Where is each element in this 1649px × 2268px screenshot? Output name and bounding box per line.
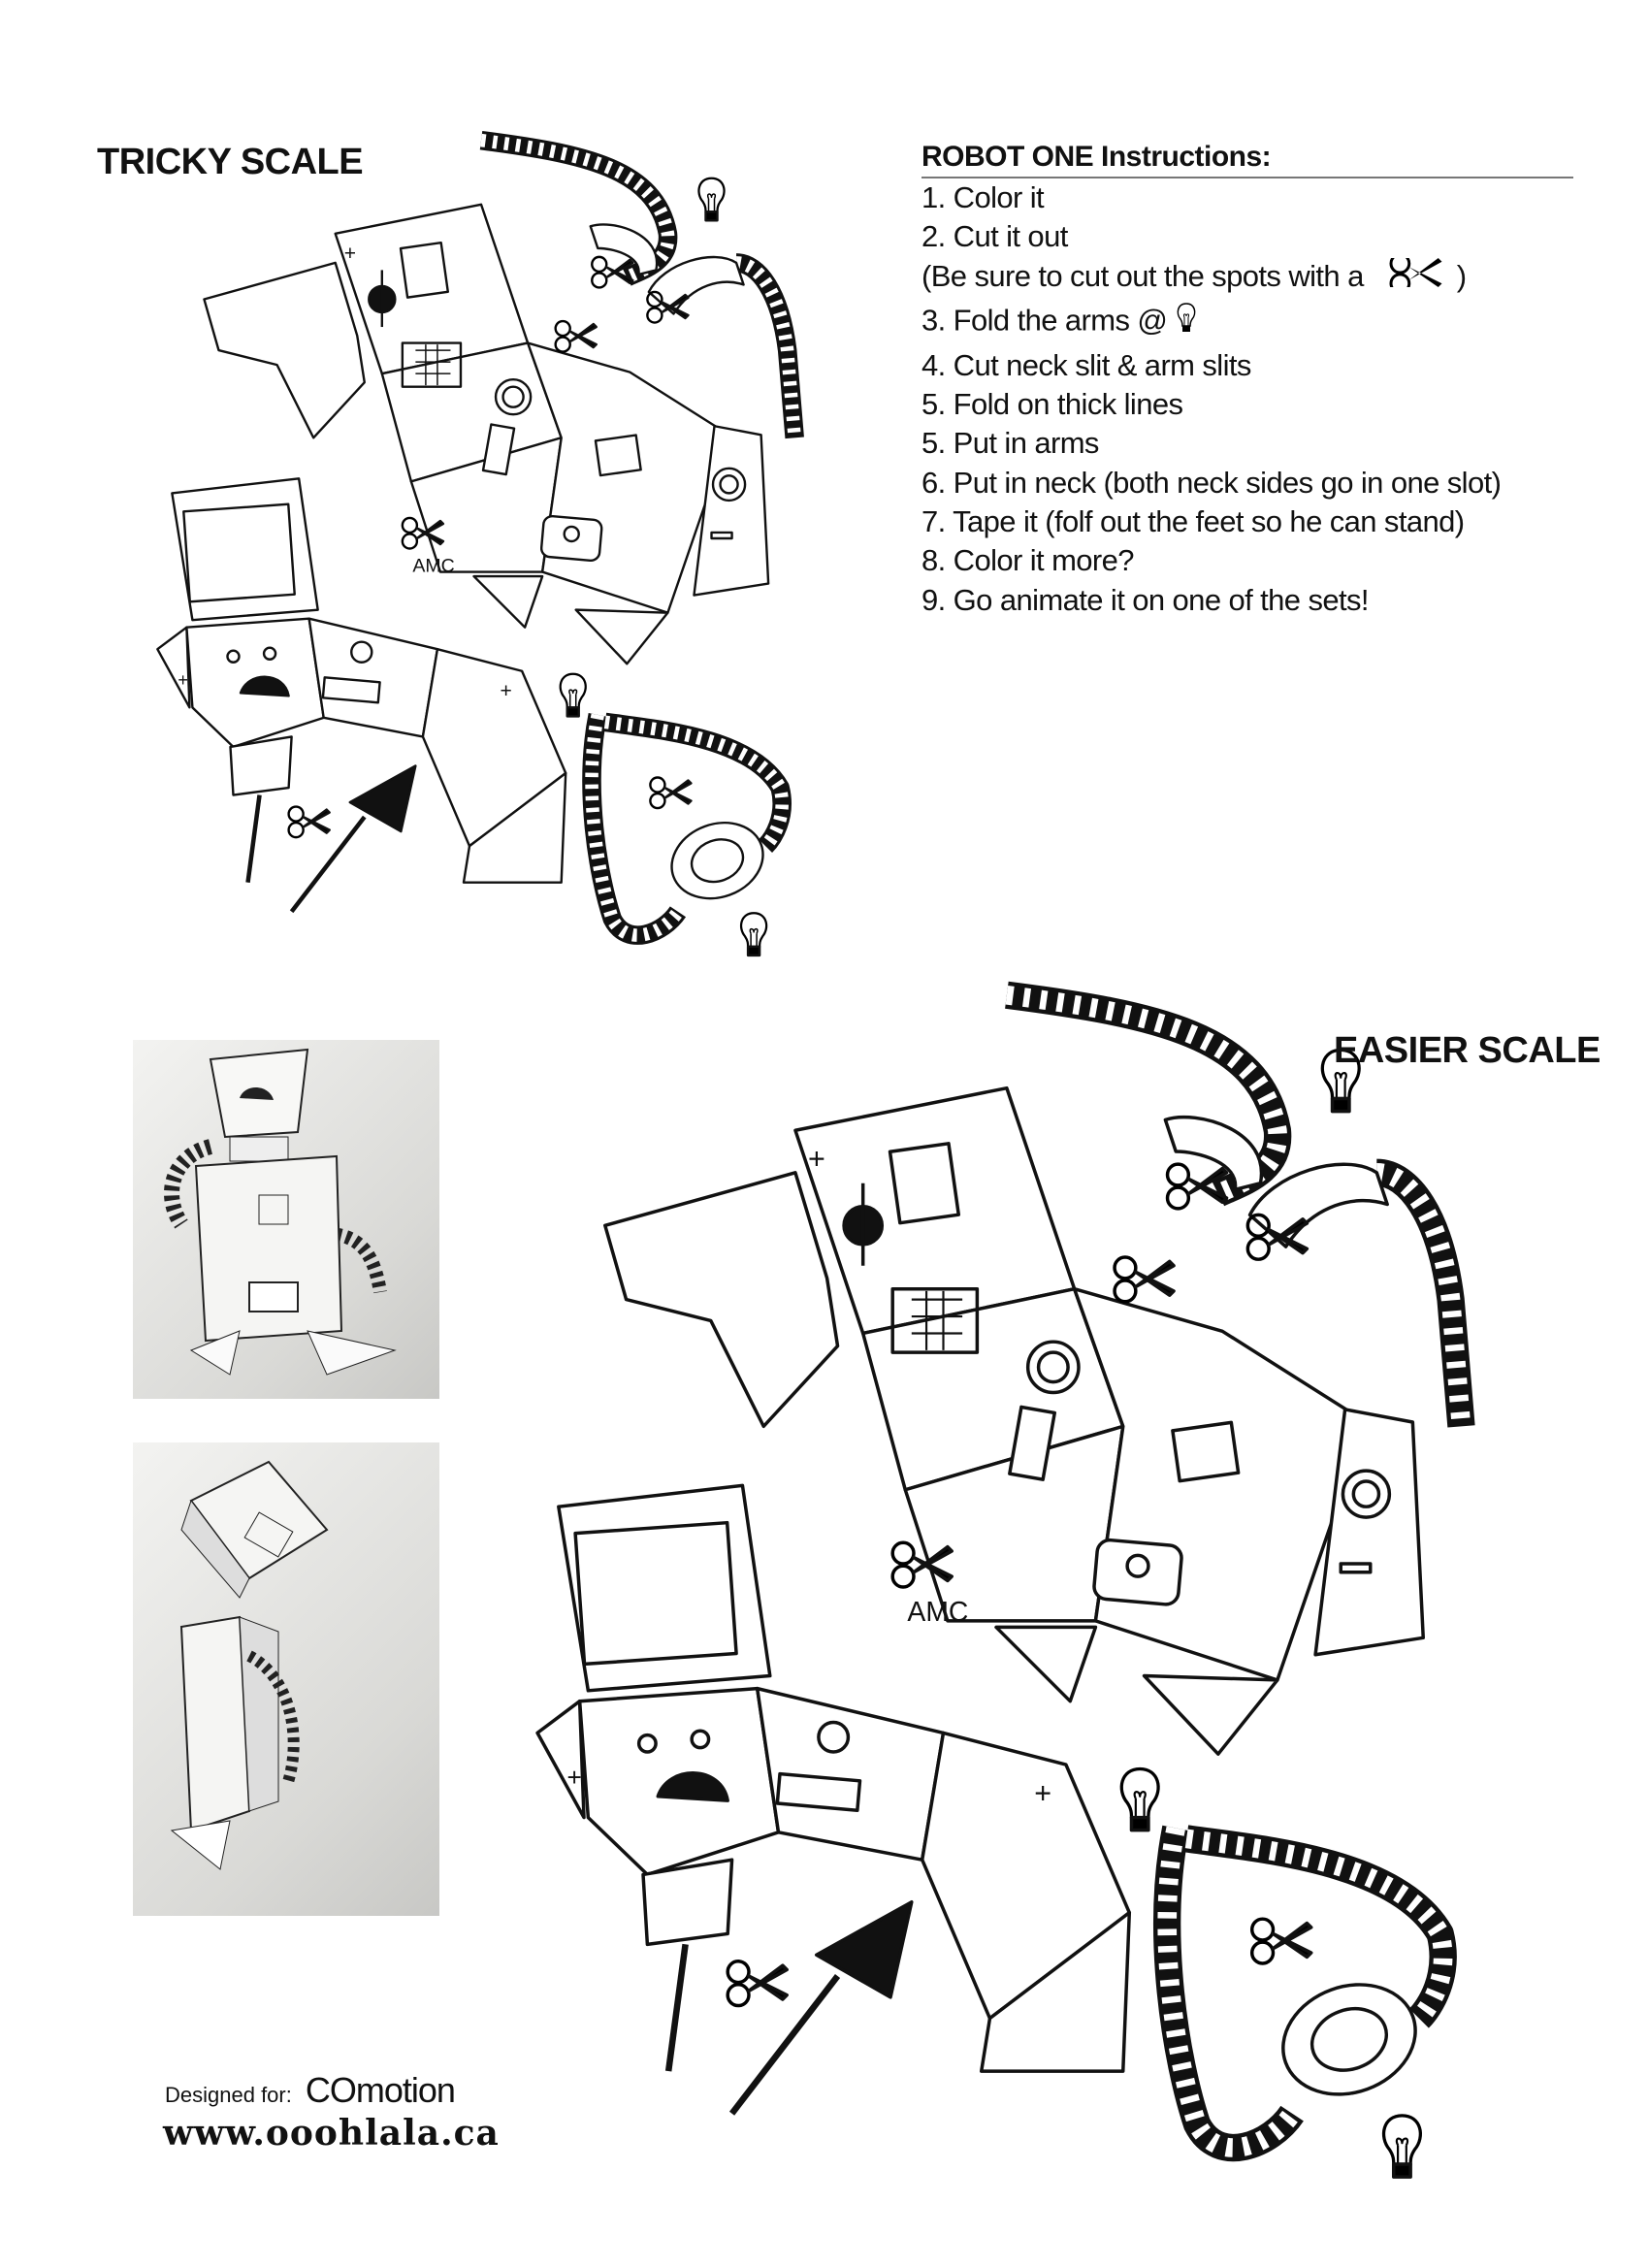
instructions-panel: ROBOT ONE Instructions: 1. Color it 2. C…: [922, 140, 1573, 620]
instruction-step: 8. Color it more?: [922, 543, 1135, 578]
tricky-scale-title: TRICKY SCALE: [97, 142, 364, 182]
scissors-icon: [1372, 253, 1449, 297]
lightbulb-icon: [1175, 298, 1198, 346]
instruction-step: 2. Cut it out: [922, 219, 1068, 254]
instruction-step: 7. Tape it (folf out the feet so he can …: [922, 504, 1465, 539]
designed-for-credit: Designed for: COmotion: [165, 2070, 456, 2111]
logo-prefix: CO: [305, 2070, 357, 2110]
instruction-step: 5. Fold on thick lines: [922, 387, 1183, 422]
instruction-step: 5. Put in arms: [922, 426, 1099, 461]
instructions-list: 1. Color it 2. Cut it out (Be sure to cu…: [922, 178, 1573, 620]
robot-photo-image: [170, 1460, 329, 1870]
instruction-step: 3. Fold the arms @: [922, 298, 1573, 346]
instruction-step: (Be sure to cut out the spots with a ): [922, 253, 1573, 298]
designed-for-label: Designed for:: [165, 2083, 292, 2107]
easier-scale-title: EASIER SCALE: [1334, 1030, 1600, 1071]
robot-photo-image: [164, 1048, 397, 1376]
comotion-logo: COmotion: [305, 2070, 456, 2110]
instruction-step: 1. Color it: [922, 180, 1045, 214]
instruction-step: 9. Go animate it on one of the sets!: [922, 582, 1370, 617]
robot-photo-front: [133, 1040, 439, 1399]
instruction-step: 4. Cut neck slit & arm slits: [922, 347, 1251, 382]
easier-scale-robot: [537, 995, 1461, 2177]
instruction-step-close: ): [1448, 258, 1467, 293]
tricky-scale-robot: [157, 141, 794, 956]
instruction-step-text: (Be sure to cut out the spots with a: [922, 258, 1364, 293]
website-link[interactable]: www.ooohlala.ca: [163, 2113, 500, 2154]
robot-photo-side: [133, 1442, 439, 1916]
logo-suffix: motion: [355, 2070, 456, 2110]
instructions-title: ROBOT ONE Instructions:: [922, 140, 1573, 178]
instruction-step: 6. Put in neck (both neck sides go in on…: [922, 465, 1502, 500]
instruction-step-text: 3. Fold the arms @: [922, 302, 1168, 337]
